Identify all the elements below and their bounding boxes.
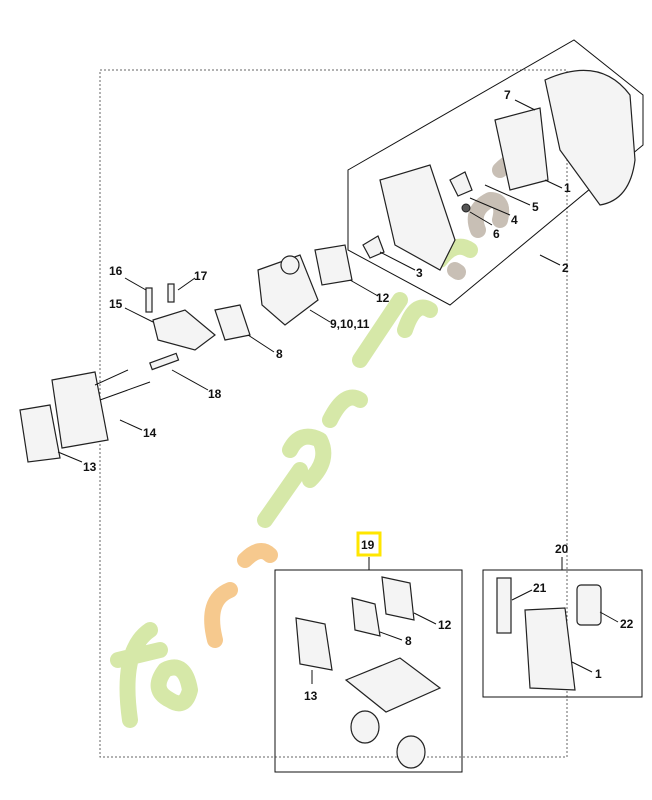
gasket-12 xyxy=(314,244,353,286)
screw-16 xyxy=(145,287,153,313)
flange-14 xyxy=(51,371,109,449)
gasket-kit-box xyxy=(274,569,463,773)
callout-17[interactable]: 17 xyxy=(194,269,208,283)
kit-gasket-13 xyxy=(295,617,333,671)
watermark-mark xyxy=(257,238,478,528)
watermark-mark xyxy=(204,543,278,648)
spark-plug xyxy=(496,577,512,634)
kit-callout-1[interactable]: 1 xyxy=(595,667,602,681)
kit-callout-8[interactable]: 8 xyxy=(405,634,412,648)
air-filter-cover xyxy=(544,69,636,206)
screw-18 xyxy=(149,352,180,371)
oil-seal xyxy=(396,735,426,769)
callout-18[interactable]: 18 xyxy=(208,387,222,401)
intake-manifold xyxy=(152,309,216,351)
callout-6[interactable]: 6 xyxy=(493,227,500,241)
bracket xyxy=(362,235,385,259)
callout-4[interactable]: 4 xyxy=(511,213,518,227)
choke-lever xyxy=(449,171,473,197)
oil-seal xyxy=(350,710,380,744)
stud xyxy=(99,381,151,401)
callout-9-10-11[interactable]: 9,10,11 xyxy=(330,317,370,331)
callout-19[interactable]: 19 xyxy=(361,538,375,552)
callout-7[interactable]: 7 xyxy=(504,88,511,102)
watermark-mark xyxy=(110,622,198,728)
nut xyxy=(461,203,471,213)
kit-gasket-8 xyxy=(351,597,381,637)
fuel-filter xyxy=(576,584,602,626)
leader-lines xyxy=(57,99,563,463)
callout-1[interactable]: 1 xyxy=(564,181,571,195)
callout-12[interactable]: 12 xyxy=(376,291,390,305)
gasket-13 xyxy=(19,404,61,463)
air-filter-assembly-box xyxy=(347,39,644,306)
highlight-box xyxy=(356,531,382,557)
kit-callout-13[interactable]: 13 xyxy=(304,689,318,703)
carburetor-housing xyxy=(379,164,456,271)
kit-air-filter xyxy=(524,607,576,691)
kit-callout-12[interactable]: 12 xyxy=(438,618,452,632)
service-kit-box xyxy=(482,569,643,698)
callout-14[interactable]: 14 xyxy=(143,426,157,440)
callout-3[interactable]: 3 xyxy=(416,266,423,280)
callout-15[interactable]: 15 xyxy=(109,297,123,311)
callout-2[interactable]: 2 xyxy=(562,261,569,275)
air-filter xyxy=(494,107,549,191)
gasket-8 xyxy=(214,304,251,341)
callout-20[interactable]: 20 xyxy=(555,542,569,556)
callout-8[interactable]: 8 xyxy=(276,347,283,361)
cylinder-gasket xyxy=(344,657,442,713)
callout-16[interactable]: 16 xyxy=(109,264,123,278)
kit-callout-22[interactable]: 22 xyxy=(620,617,634,631)
screw-17 xyxy=(167,283,175,303)
callout-5[interactable]: 5 xyxy=(532,200,539,214)
kit-gasket-12 xyxy=(381,576,415,621)
callout-13[interactable]: 13 xyxy=(83,460,97,474)
stud xyxy=(94,369,129,386)
primer-bulb xyxy=(280,255,300,275)
kit-callout-21[interactable]: 21 xyxy=(533,581,547,595)
